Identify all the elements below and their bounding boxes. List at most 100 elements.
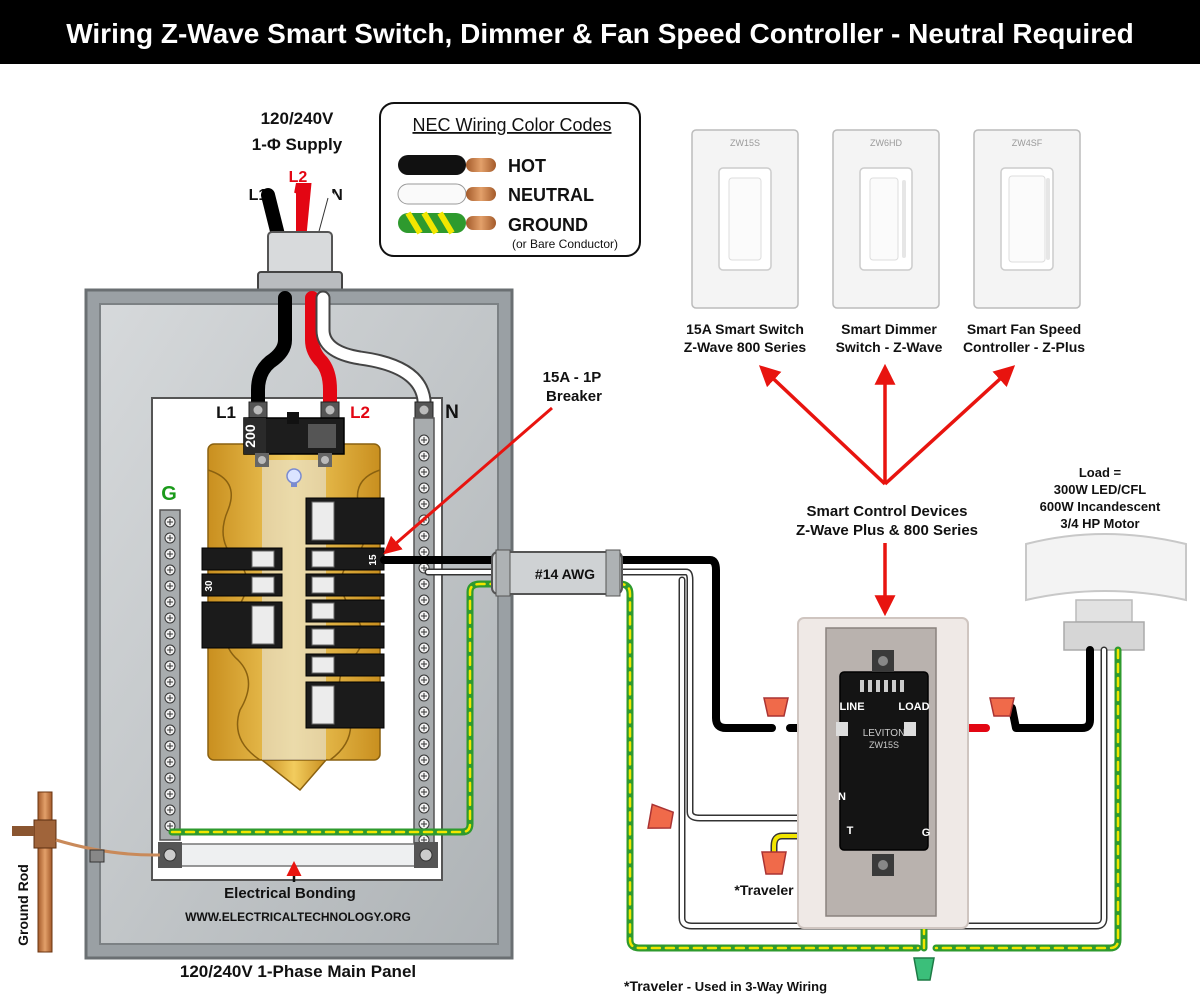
smart-devices-label-2: Z-Wave Plus & 800 Series (796, 522, 978, 539)
breaker-callout-arrow (383, 406, 553, 555)
hot-wire-icon (398, 155, 496, 175)
panel-caption: 120/240V 1-Phase Main Panel (180, 962, 416, 981)
wire-nut-line (763, 697, 789, 717)
cable-jacket: #14 AWG (491, 549, 623, 597)
bus-screw-slot (421, 629, 427, 635)
bus-screw-slot (167, 615, 173, 621)
bus-screw-slot (421, 565, 427, 571)
legend-ground: GROUND (508, 215, 588, 235)
bus-screw-slot (167, 519, 173, 525)
light-fixture-icon (1025, 533, 1187, 651)
bus-screw-slot (167, 695, 173, 701)
ground-wire-icon (398, 211, 496, 235)
load-label-3: 600W Incandescent (1040, 499, 1161, 514)
supply-cable (257, 183, 343, 299)
switch-vents (860, 680, 904, 692)
wire-nut-neutral (647, 803, 675, 829)
bus-screw-slot (421, 437, 427, 443)
footnote-text: - Used in 3-Way Wiring (683, 979, 827, 994)
supply-voltage: 120/240V (261, 109, 334, 128)
device-zw4sf-code: ZW4SF (1012, 138, 1043, 148)
installed-switch: LEVITON ZW15S (797, 617, 969, 929)
breaker-30-label: 30 (204, 580, 215, 592)
title-bar: Wiring Z-Wave Smart Switch, Dimmer & Fan… (0, 0, 1200, 64)
bus-screw-slot (421, 693, 427, 699)
legend-hot: HOT (508, 156, 546, 176)
breaker-15-label: 15 (368, 554, 379, 566)
device-zw15s: ZW15S (691, 129, 799, 309)
bus-screw-slot (167, 567, 173, 573)
switch-g-label: G (922, 827, 931, 839)
ground-bar (159, 509, 181, 841)
neutral-wire-icon (397, 183, 496, 205)
ground-rod (12, 791, 161, 953)
bus-screw-slot (421, 597, 427, 603)
bus-screw-slot (167, 663, 173, 669)
bus-screw-slot (167, 535, 173, 541)
bus-screw-slot (167, 583, 173, 589)
supply-label: 120/240V 1-Φ Supply L1 L2 N (249, 109, 343, 204)
legend-neutral: NEUTRAL (508, 185, 594, 205)
bus-screw-slot (421, 805, 427, 811)
device-zw15s-code: ZW15S (730, 138, 760, 148)
device-zw6hd-label-1: Smart Dimmer (841, 321, 937, 337)
device-zw6hd-label-2: Switch - Z-Wave (836, 339, 943, 355)
bus-screw-slot (421, 677, 427, 683)
bus-screw-slot (421, 757, 427, 763)
device-zw4sf: ZW4SF (973, 129, 1081, 309)
device-zw6hd-code: ZW6HD (870, 138, 902, 148)
bonding-strap (158, 842, 438, 882)
footnote-traveler: *Traveler (624, 978, 684, 994)
bus-screw-slot (421, 485, 427, 491)
legend-ground-note: (or Bare Conductor) (512, 237, 618, 251)
nec-legend: NEC Wiring Color Codes HOT NEUTRAL GROUN… (379, 102, 641, 257)
bus-screw-slot (421, 581, 427, 587)
switch-brand: LEVITON (863, 728, 906, 739)
bus-screw-slot (167, 727, 173, 733)
page-title: Wiring Z-Wave Smart Switch, Dimmer & Fan… (66, 18, 1134, 49)
neutral-bar (413, 417, 435, 859)
breaker-callout-2: Breaker (546, 388, 602, 405)
bus-screw-slot (421, 533, 427, 539)
cable-label: #14 AWG (535, 566, 595, 582)
load-label-2: 300W LED/CFL (1054, 482, 1147, 497)
panel-l2-label: L2 (350, 403, 370, 422)
bus-screw-slot (421, 773, 427, 779)
panel-g-label: G (161, 483, 177, 505)
switch-n-label: N (838, 791, 846, 803)
bonding-label: Electrical Bonding (224, 885, 356, 902)
main-breaker-rating: 200 (242, 424, 258, 448)
traveler-label: *Traveler (734, 882, 794, 898)
load-label-4: 3/4 HP Motor (1060, 516, 1139, 531)
panel-n-label: N (445, 402, 459, 423)
arrow-to-fan (883, 365, 1016, 486)
legend-title: NEC Wiring Color Codes (412, 115, 611, 135)
bus-screw-slot (167, 599, 173, 605)
load-label-1: Load = (1079, 465, 1122, 480)
right-breakers: 15 (305, 497, 385, 729)
bus-screw-slot (167, 791, 173, 797)
switch-line-terminal (836, 722, 848, 736)
wire-nut-load (989, 697, 1015, 717)
main-lugs (248, 401, 434, 419)
switch-line-label: LINE (839, 701, 864, 713)
switch-model: ZW15S (869, 740, 899, 750)
smart-devices-label-1: Smart Control Devices (807, 503, 968, 520)
bus-screw-slot (421, 613, 427, 619)
bus-screw-slot (421, 741, 427, 747)
bus-screw-slot (421, 501, 427, 507)
bus-screw-slot (167, 807, 173, 813)
supply-l2-label: L2 (289, 169, 308, 186)
device-arrows (758, 363, 1016, 617)
bus-screw-slot (421, 469, 427, 475)
bus-screw-slot (167, 647, 173, 653)
device-zw15s-label-1: 15A Smart Switch (686, 321, 804, 337)
left-breakers: 30 (201, 547, 283, 649)
bus-screw-slot (421, 645, 427, 651)
wire-nuts (647, 697, 1015, 981)
bus-screw-slot (421, 709, 427, 715)
arrow-to-switch (758, 365, 887, 486)
device-zw4sf-label-1: Smart Fan Speed (967, 321, 1081, 337)
panel-l1-label: L1 (216, 403, 236, 422)
